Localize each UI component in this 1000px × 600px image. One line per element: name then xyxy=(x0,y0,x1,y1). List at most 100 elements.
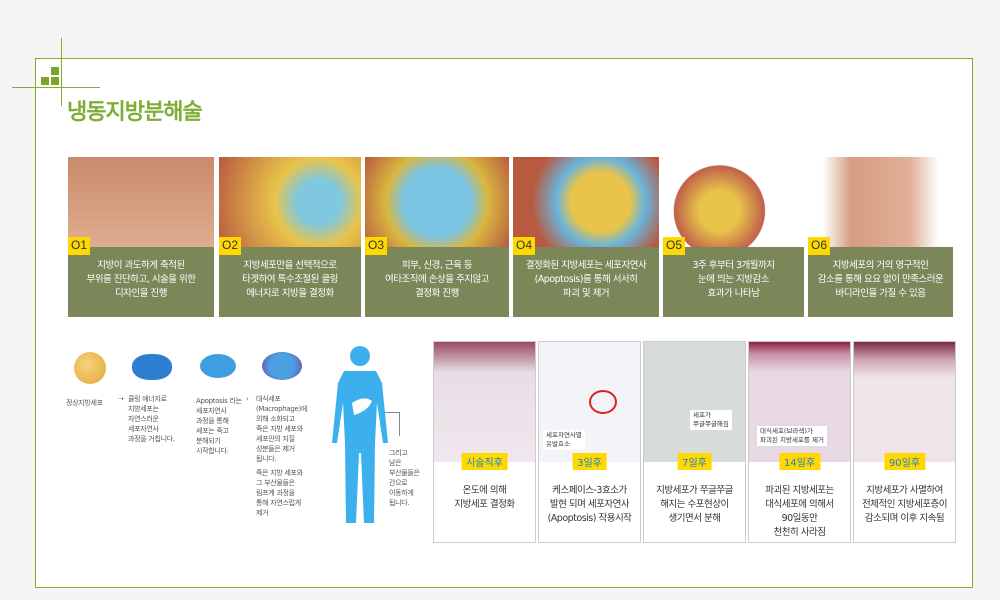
text-line: 생기면서 분해 xyxy=(668,513,721,524)
text-line: 바디라인을 가질 수 있음 xyxy=(835,288,926,299)
step-number: O2 xyxy=(219,237,241,255)
text-line: 지방세포 결정화 xyxy=(454,499,515,510)
text-line: 감소를 통해 요요 없이 만족스러운 xyxy=(817,274,944,285)
text-line: 발현 되며 세포자연사 xyxy=(549,499,630,510)
text-line: 됩니다. xyxy=(389,499,410,507)
text-line: 여타조직에 손상을 주지않고 xyxy=(385,274,489,285)
text-line: 대식세포 xyxy=(256,395,281,403)
text-line: Apoptosis 라는 xyxy=(196,397,242,405)
text-line: 과정을 통해 xyxy=(196,417,229,425)
microscopy-image xyxy=(434,342,535,462)
text-line: 그리고 xyxy=(389,449,408,457)
highlight-circle xyxy=(589,390,617,414)
timeline-label: 3일후 xyxy=(572,453,607,470)
text-line: 감소되며 이후 지속됨 xyxy=(864,513,945,524)
text-line: 그 부산물들은 xyxy=(256,479,295,487)
text-line: 세포가 xyxy=(693,411,711,419)
text-line: 시작합니다. xyxy=(196,447,229,455)
text-line: (Apoptosis)를 통해 서서히 xyxy=(534,274,638,285)
text-line: 성분들은 제거 xyxy=(256,445,295,453)
text-line: 분해되기 xyxy=(196,437,221,445)
text-line: 부산물들은 xyxy=(389,469,420,477)
text-line: 죽은 지방 세포와 xyxy=(256,469,303,477)
text-line: 지방세포의 거의 영구적인 xyxy=(832,260,929,271)
text-line: 과정을 거칩니다. xyxy=(128,435,175,443)
step-image xyxy=(808,157,953,247)
text-line: 파괴된 지방세포는 xyxy=(765,485,834,496)
step-number: O4 xyxy=(513,237,535,255)
text-line: 천천히 사라짐 xyxy=(773,527,826,538)
timeline-label: 90일후 xyxy=(883,453,926,470)
text-line: 죽은 지방 세포와 xyxy=(256,425,303,433)
section-logo-icon xyxy=(41,67,59,85)
macrophage-cell-icon xyxy=(262,352,302,380)
page-title: 냉동지방분해술 xyxy=(67,100,203,125)
text-line: 됩니다. xyxy=(256,455,277,463)
normal-cell-label: 정상지방세포 xyxy=(66,399,103,407)
text-line: 림프계 과정을 xyxy=(256,489,295,497)
step-image xyxy=(365,157,509,247)
text-line: 지방이 과도하게 축적된 xyxy=(97,260,185,271)
text-line: 남은 xyxy=(389,459,402,467)
text-line: 3주 후부터 3개월까지 xyxy=(692,260,775,271)
timeline-label: 7일후 xyxy=(677,453,712,470)
text-line: 에너지로 지방을 결정화 xyxy=(246,288,334,299)
text-line: 통해 자연스럽게 xyxy=(256,499,301,507)
text-line: 세포는 죽고 xyxy=(196,427,229,435)
timeline-label: 시술직후 xyxy=(461,453,508,470)
text-line: 타겟하여 특수조절된 쿨링 xyxy=(242,274,338,285)
text-line: 간으로 xyxy=(389,479,408,487)
text-line: 세포자연사 xyxy=(128,425,159,433)
apoptosis-cell-icon xyxy=(200,354,236,378)
text-line: 파괴된 지방세포를 제거 xyxy=(760,436,824,444)
text-line: 눈에 띄는 지방감소 xyxy=(698,274,769,285)
text-line: 지방세포는 xyxy=(128,405,159,413)
text-line: 이동하게 xyxy=(389,489,414,497)
step-number: O6 xyxy=(808,237,830,255)
normal-fat-cell-icon xyxy=(74,352,106,384)
microscopy-image xyxy=(854,342,955,462)
human-body-icon xyxy=(332,346,388,523)
text-line: 자연스러운 xyxy=(128,415,159,423)
text-line: 쭈글쭈글해짐 xyxy=(693,420,729,428)
arrow-icon xyxy=(384,412,400,436)
text-line: (Macrophage)에 xyxy=(256,405,308,413)
text-line: 의해 소화되고 xyxy=(256,415,295,423)
text-line: 대식세포에 의해서 xyxy=(765,499,834,510)
text-line: 대식세포(브라색)가 xyxy=(760,427,813,435)
text-line: 세포자연사멸 xyxy=(546,431,582,439)
text-line: 디자인을 진행 xyxy=(115,288,167,299)
text-line: 세포안의 지질 xyxy=(256,435,295,443)
text-line: 쿨링 에너지로 xyxy=(128,395,167,403)
text-line: 지방세포가 쭈글쭈글 xyxy=(656,485,733,496)
text-line: 결정화된 지방세포는 세포자연사 xyxy=(525,260,647,271)
